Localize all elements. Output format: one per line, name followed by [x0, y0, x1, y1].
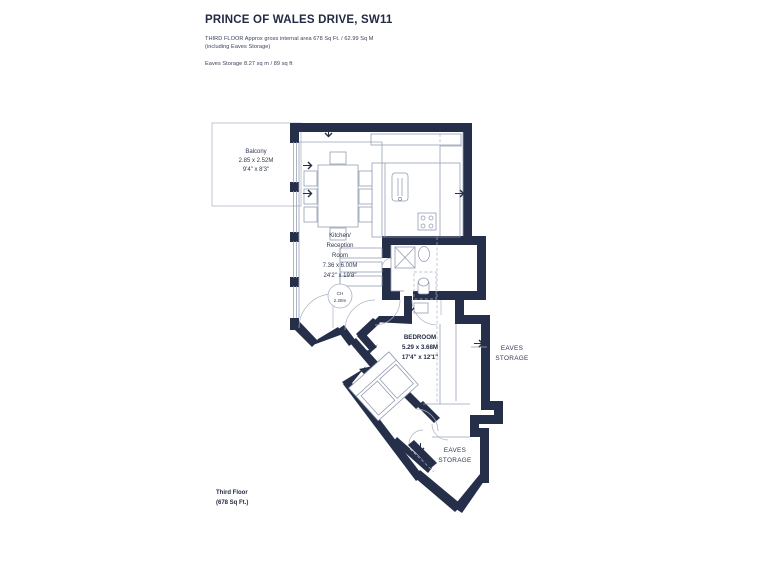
exterior-walls	[290, 123, 503, 513]
balcony-name: Balcony	[245, 149, 266, 155]
area-note-line-1: THIRD FLOOR Approx gross internal area 6…	[205, 36, 374, 42]
interior-walls	[356, 236, 464, 473]
left-exterior-wall	[290, 123, 299, 328]
kitchen-reception-name-1: Kitchen/	[329, 233, 351, 239]
kitchen-reception-label-group: Kitchen/ Reception Room 7.36 x 6.00M 24'…	[323, 233, 358, 279]
dining-table-and-chairs	[303, 151, 373, 241]
page-title: PRINCE OF WALES DRIVE, SW11	[205, 14, 393, 26]
area-note-line-2: (including Eaves Storage)	[205, 44, 271, 50]
internal-thin-lines	[298, 132, 464, 318]
balcony-label-group: Balcony 2.85 x 2.52M 9'4" x 8'3"	[239, 149, 274, 173]
kitchen-reception-name-3: Room	[332, 253, 348, 259]
eaves-storage-note: Eaves Storage 8.27 sq m / 89 sq ft	[205, 61, 293, 67]
eaves-storage-lower-label: EAVES STORAGE	[438, 447, 471, 464]
footer-floor-label: Third Floor	[216, 490, 248, 496]
bedroom-name: BEDROOM	[404, 334, 436, 341]
eaves-lower-line-1: EAVES	[444, 447, 466, 454]
document-header: PRINCE OF WALES DRIVE, SW11 THIRD FLOOR …	[205, 14, 625, 68]
kitchen-reception-metric: 7.36 x 6.00M	[323, 263, 358, 269]
bedroom-imperial: 17'4" x 12'1"	[402, 354, 438, 361]
ceiling-height-label: CH	[337, 291, 344, 296]
balcony-metric: 2.85 x 2.52M	[239, 158, 274, 164]
footer-area-label: (678 Sq Ft.)	[216, 500, 249, 506]
bedroom-label-group: BEDROOM 5.29 x 3.68M 17'4" x 12'1"	[402, 334, 438, 361]
eaves-lower-line-2: STORAGE	[438, 457, 471, 464]
hallway-storage	[339, 247, 383, 291]
south-west-angled-walls	[290, 318, 423, 481]
eaves-right-line-2: STORAGE	[495, 355, 528, 362]
kitchen-reception-imperial: 24'2" x 19'8"	[324, 273, 357, 279]
bedroom-furniture	[348, 351, 419, 422]
bathroom-fittings	[394, 237, 438, 314]
door-swings	[298, 257, 449, 445]
ceiling-height-badge: CH 2.28m	[327, 283, 353, 309]
eaves-storage-right-label: EAVES STORAGE	[471, 345, 528, 362]
balcony-imperial: 9'4" x 8'3"	[243, 167, 269, 173]
ceiling-height-value: 2.28m	[334, 298, 347, 303]
eaves-boundaries	[409, 300, 470, 473]
bedroom-metric: 5.29 x 3.68M	[402, 344, 438, 351]
plan-footer: Third Floor (678 Sq Ft.)	[216, 488, 248, 508]
direction-arrows	[303, 128, 484, 453]
eaves-right-line-1: EAVES	[501, 345, 523, 352]
kitchen-units	[370, 133, 462, 238]
kitchen-reception-name-2: Reception	[326, 243, 353, 249]
balcony-outline	[211, 122, 302, 207]
